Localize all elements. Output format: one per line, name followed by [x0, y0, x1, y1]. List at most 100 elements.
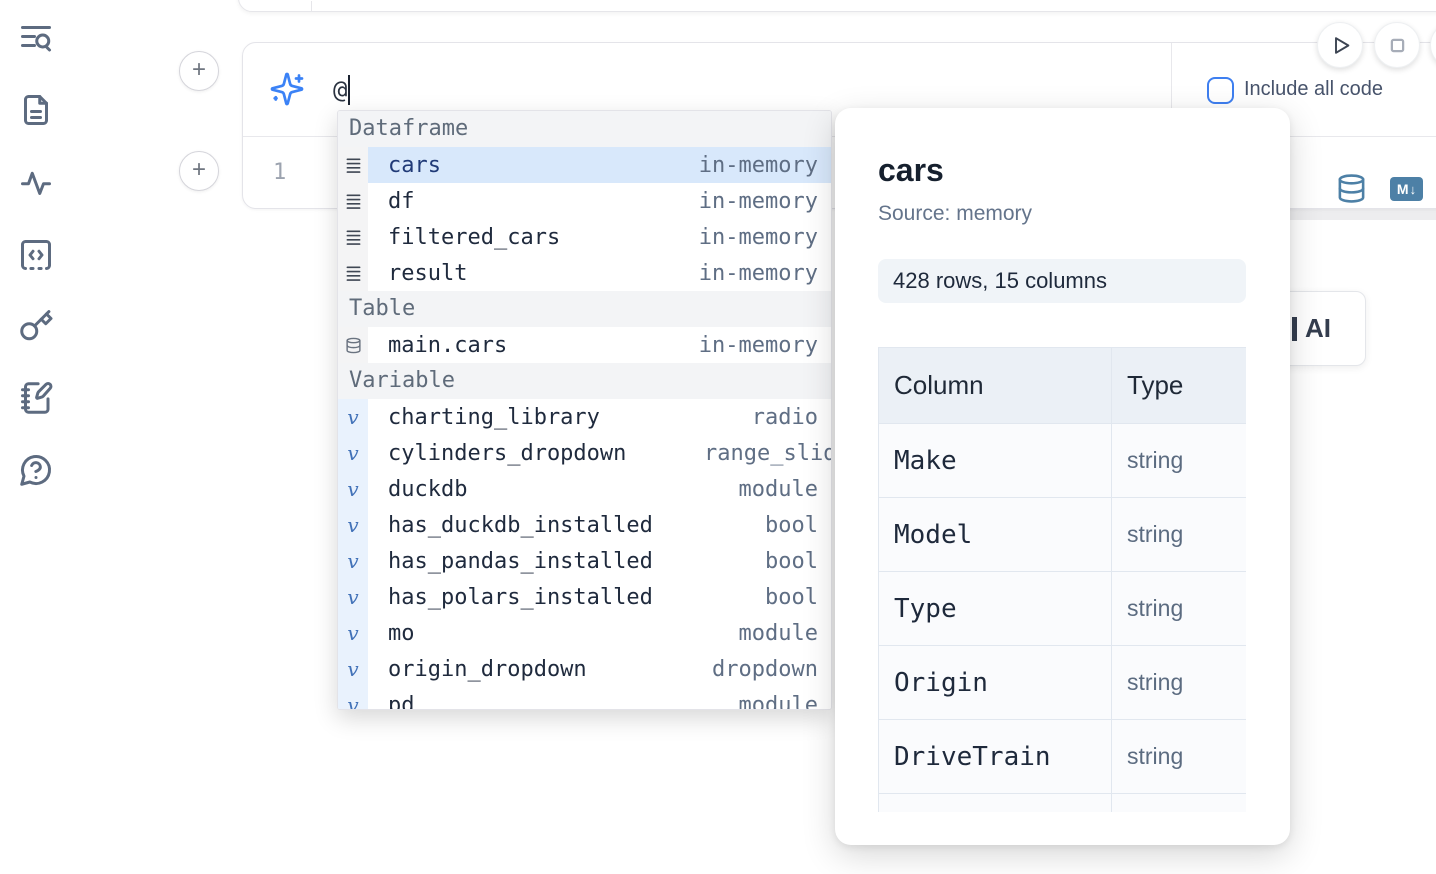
play-icon — [1334, 36, 1349, 54]
variable-icon: v — [338, 615, 368, 651]
autocomplete-section-header: Dataframe — [338, 111, 831, 147]
ai-prompt-input[interactable]: @ — [333, 43, 351, 136]
shape-badge: 428 rows, 15 columns — [878, 259, 1246, 303]
dataframe-icon — [338, 255, 368, 291]
previous-cell-gutter-divider — [311, 1, 312, 11]
item-type: dropdown — [712, 656, 818, 682]
stop-square-icon — [1390, 38, 1404, 52]
autocomplete-item-pd[interactable]: v pd module — [338, 687, 831, 710]
add-cell-below-button[interactable]: + — [179, 151, 219, 191]
ai-prompt-row: @ Include all code — [243, 43, 1436, 136]
variable-icon: v — [338, 579, 368, 615]
item-name: has_pandas_installed — [388, 548, 653, 574]
text-search-icon[interactable] — [18, 20, 54, 56]
add-cell-above-button[interactable]: + — [179, 51, 219, 91]
item-name: df — [388, 188, 415, 214]
help-chat-icon[interactable] — [18, 452, 54, 488]
item-name: cylinders_dropdown — [388, 440, 627, 466]
item-name: cars — [388, 152, 441, 178]
item-name: mo — [388, 620, 415, 646]
preview-table-row: Model string — [878, 497, 1246, 572]
activity-icon[interactable] — [18, 165, 54, 201]
column-type: string — [1127, 743, 1184, 769]
run-cell-button[interactable] — [1317, 22, 1363, 68]
preview-table-header: Type — [1111, 347, 1246, 424]
dataframe-icon — [338, 219, 368, 255]
item-type: in-memory — [698, 188, 818, 214]
variable-icon: v — [338, 507, 368, 543]
variable-icon: v — [338, 471, 368, 507]
item-type: radio — [751, 404, 818, 430]
prompt-row-divider — [1171, 43, 1172, 136]
autocomplete-item-main.cars[interactable]: main.cars in-memory — [338, 327, 831, 363]
item-type: bool — [765, 584, 818, 610]
item-name: has_duckdb_installed — [388, 512, 653, 538]
include-all-code-label: Include all code — [1244, 78, 1383, 100]
autocomplete-item-df[interactable]: df in-memory — [338, 183, 831, 219]
item-type: module — [738, 620, 818, 646]
item-type: module — [738, 692, 818, 710]
preview-table-header: Column — [878, 347, 1112, 424]
dataframe-preview-panel: cars Source: memory 428 rows, 15 columns… — [835, 108, 1290, 845]
item-name: filtered_cars — [388, 224, 561, 250]
partial-letter-glyph — [1292, 316, 1297, 341]
autocomplete-item-has_duckdb_installed[interactable]: v has_duckdb_installed bool — [338, 507, 831, 543]
autocomplete-section-header: Table — [338, 291, 831, 327]
stop-cell-button[interactable] — [1374, 22, 1420, 68]
database-icon[interactable] — [1336, 173, 1367, 204]
markdown-export-icon[interactable]: M↓ — [1390, 177, 1423, 201]
dataframe-icon — [338, 147, 368, 183]
scratchpad-pen-icon[interactable] — [18, 380, 54, 416]
markdown-arrow: ↓ — [1409, 181, 1417, 197]
file-document-icon[interactable] — [18, 92, 54, 128]
item-name: main.cars — [388, 332, 508, 358]
dataframe-icon — [338, 183, 368, 219]
column-type: string — [1127, 595, 1184, 621]
column-name: DriveTrain — [894, 741, 1051, 772]
item-name: pd — [388, 692, 415, 710]
variable-icon: v — [338, 399, 368, 435]
preview-table-row: Origin string — [878, 645, 1246, 720]
item-type: bool — [765, 512, 818, 538]
autocomplete-section-header: Variable — [338, 363, 831, 399]
column-name: Make — [894, 445, 957, 476]
item-type: in-memory — [698, 260, 818, 286]
text-cursor — [348, 74, 351, 105]
markdown-letter: M — [1396, 181, 1409, 197]
item-name: duckdb — [388, 476, 468, 502]
key-icon[interactable] — [18, 308, 54, 344]
preview-table-row: Make string — [878, 423, 1246, 498]
table-database-icon — [338, 327, 368, 363]
ai-card-label: AI — [1305, 313, 1331, 343]
column-name: Origin — [894, 667, 988, 698]
ai-prompt-text: @ — [333, 75, 348, 104]
item-type: in-memory — [698, 332, 818, 358]
preview-title: cars — [878, 152, 944, 188]
item-type: module — [738, 476, 818, 502]
preview-table-row: DriveTrain string — [878, 719, 1246, 794]
variable-icon: v — [338, 687, 368, 709]
column-type: string — [1127, 521, 1184, 547]
column-name: Model — [894, 519, 973, 550]
column-type: string — [1127, 669, 1184, 695]
include-all-code-checkbox[interactable] — [1207, 77, 1234, 104]
sparkles-ai-icon — [269, 71, 305, 107]
code-snippet-icon[interactable] — [18, 237, 54, 273]
preview-table-row-partial — [878, 793, 1246, 812]
preview-source: Source: memory — [878, 202, 1033, 225]
column-type: string — [1127, 447, 1184, 473]
